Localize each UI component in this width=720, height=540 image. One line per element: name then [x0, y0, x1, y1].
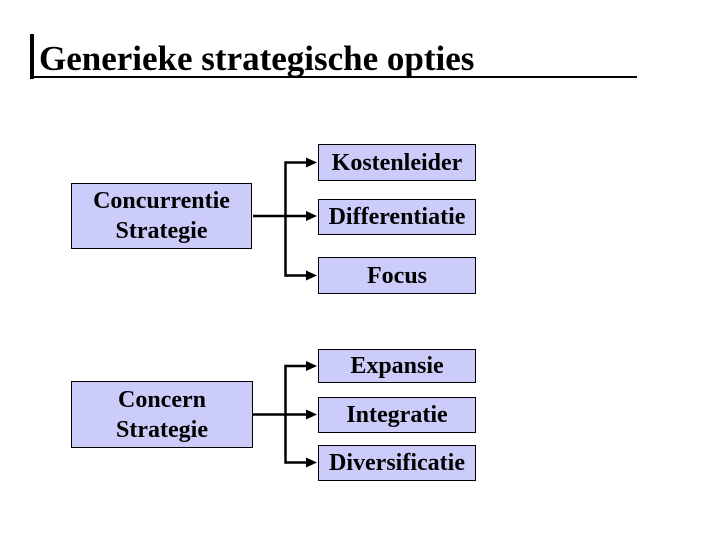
arrowhead-differentiatie [306, 211, 317, 221]
box-diversificatie: Diversificatie [318, 445, 476, 481]
box-label-line: Concern [118, 386, 206, 413]
box-label-line: Strategie [115, 218, 208, 244]
box-concern-strategie: Concern Strategie [71, 381, 253, 448]
box-label-line: Strategie [116, 416, 208, 443]
arrowhead-kostenleider [306, 157, 317, 168]
box-label: Differentiatie [328, 204, 466, 230]
arrowhead-focus [306, 270, 317, 281]
arrowhead-integratie [306, 409, 317, 420]
box-label-line: Concurrentie [93, 188, 230, 214]
title-underline [30, 76, 637, 78]
box-label: Integratie [346, 402, 448, 428]
arrowhead-diversificatie [306, 457, 317, 468]
box-focus: Focus [318, 257, 476, 294]
box-label: Diversificatie [329, 450, 465, 476]
box-label: Kostenleider [331, 149, 463, 176]
box-concurrentie-strategie: Concurrentie Strategie [71, 183, 252, 249]
page-title: Generieke strategische opties [39, 39, 475, 78]
box-label: Focus [367, 262, 427, 289]
title-accent-bar [30, 34, 34, 79]
box-expansie: Expansie [318, 349, 476, 383]
box-kostenleider: Kostenleider [318, 144, 476, 181]
box-differentiatie: Differentiatie [318, 199, 476, 235]
arrowhead-expansie [306, 361, 317, 371]
box-integratie: Integratie [318, 397, 476, 433]
box-label: Expansie [350, 353, 444, 379]
